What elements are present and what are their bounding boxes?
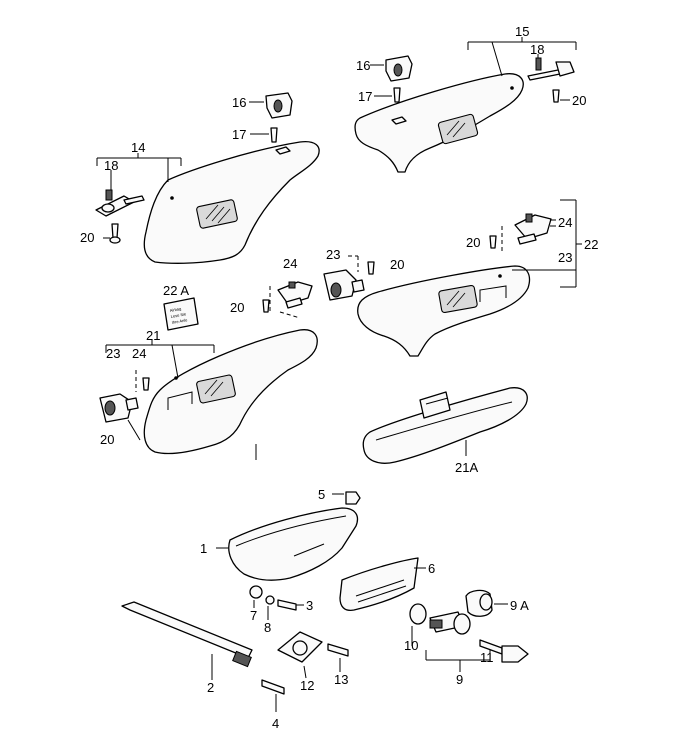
label-20-left-low: 20 bbox=[100, 432, 114, 447]
label-23-mid: 23 bbox=[326, 247, 340, 262]
screw-3 bbox=[277, 599, 304, 611]
lock-cylinder-9 bbox=[409, 603, 529, 672]
sun-visor-21 bbox=[143, 329, 318, 455]
label-10: 10 bbox=[404, 638, 418, 653]
callout-bracket-15 bbox=[467, 37, 577, 77]
label-17-mid: 17 bbox=[232, 127, 246, 142]
hinge-23-mid bbox=[323, 255, 365, 301]
label-23-left: 23 bbox=[106, 346, 120, 361]
clip-16-mid bbox=[249, 92, 293, 119]
label-3: 3 bbox=[306, 598, 313, 613]
label-16-right: 16 bbox=[356, 58, 370, 73]
nut-7 bbox=[249, 585, 263, 608]
vanity-tray-21a bbox=[362, 387, 528, 464]
label-8: 8 bbox=[264, 620, 271, 635]
svg-text:Ihre Anle: Ihre Anle bbox=[171, 317, 188, 325]
label-1: 1 bbox=[200, 541, 207, 556]
callout-bracket-21 bbox=[105, 340, 215, 379]
hinge-18-right bbox=[527, 54, 575, 81]
label-20-mid: 20 bbox=[390, 257, 404, 272]
clip-16-right bbox=[370, 55, 413, 82]
label-24-left: 24 bbox=[132, 346, 146, 361]
label-9a: 9 A bbox=[510, 598, 529, 613]
screw-20-right-top bbox=[552, 89, 570, 103]
lock-plate-12 bbox=[277, 631, 323, 679]
label-24-right: 24 bbox=[558, 215, 572, 230]
screw-13 bbox=[327, 643, 349, 672]
label-9: 9 bbox=[456, 672, 463, 687]
hinge-23-left bbox=[99, 393, 141, 441]
lid-hinge-6 bbox=[339, 557, 419, 612]
label-5: 5 bbox=[318, 487, 325, 502]
warning-sticker-22a: Airbag Lese Sie Ihre Anle bbox=[163, 297, 199, 331]
lock-cap-9a bbox=[465, 589, 508, 617]
label-20-left: 20 bbox=[80, 230, 94, 245]
label-22a: 22 A bbox=[163, 283, 189, 298]
glove-box-1 bbox=[228, 507, 359, 581]
screw-4 bbox=[261, 679, 285, 712]
label-2: 2 bbox=[207, 680, 214, 695]
label-6: 6 bbox=[428, 561, 435, 576]
svg-text:Airbag: Airbag bbox=[169, 306, 181, 313]
screw-20-left-mid bbox=[135, 370, 150, 392]
label-11: 11 bbox=[480, 650, 494, 665]
label-18-left: 18 bbox=[104, 158, 118, 173]
screw-17-mid bbox=[250, 127, 278, 143]
label-4: 4 bbox=[272, 716, 279, 731]
screw-20-mid bbox=[367, 261, 375, 275]
label-20-right-top: 20 bbox=[572, 93, 586, 108]
washer-8 bbox=[265, 595, 275, 620]
sun-visor-22 bbox=[357, 265, 531, 357]
screw-20-left bbox=[103, 223, 121, 244]
hinge-18-left bbox=[95, 170, 145, 217]
label-20-left-upper: 20 bbox=[230, 300, 244, 315]
screw-17-right bbox=[374, 87, 401, 103]
label-17-right: 17 bbox=[358, 89, 372, 104]
hinge-24-right bbox=[514, 213, 556, 245]
leader-lines bbox=[216, 444, 426, 569]
label-12: 12 bbox=[300, 678, 314, 693]
label-14: 14 bbox=[131, 140, 145, 155]
label-13: 13 bbox=[334, 672, 348, 687]
callout-bracket-14 bbox=[96, 153, 182, 182]
sun-visor-15 bbox=[354, 73, 524, 173]
label-15: 15 bbox=[515, 24, 529, 39]
callout-bracket-22 bbox=[512, 199, 582, 288]
sun-visor-14 bbox=[143, 140, 320, 264]
label-20-right-mid: 20 bbox=[466, 235, 480, 250]
label-7: 7 bbox=[250, 608, 257, 623]
label-21a: 21A bbox=[455, 460, 478, 475]
bumper-5 bbox=[332, 491, 361, 505]
label-18-right: 18 bbox=[530, 42, 544, 57]
part-labels: 1 2 3 4 5 6 7 8 9 9 A 10 11 12 13 14 15 … bbox=[80, 24, 598, 731]
label-22: 22 bbox=[584, 237, 598, 252]
strap-2 bbox=[121, 601, 253, 680]
screw-20-right-mid bbox=[489, 226, 503, 254]
svg-text:Lese Sie: Lese Sie bbox=[170, 311, 187, 319]
label-21: 21 bbox=[146, 328, 160, 343]
hinge-24-left bbox=[277, 281, 313, 319]
label-16-mid: 16 bbox=[232, 95, 246, 110]
screw-20-left-upper bbox=[262, 286, 271, 313]
label-24-mid: 24 bbox=[283, 256, 297, 271]
label-23-right: 23 bbox=[558, 250, 572, 265]
